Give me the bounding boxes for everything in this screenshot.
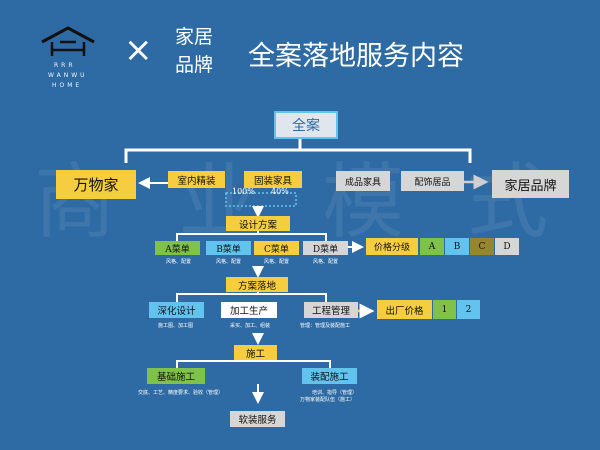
grade-a: A	[420, 238, 444, 255]
grade-c: C	[470, 238, 494, 255]
menu-c-note: 风格、配置	[264, 259, 290, 265]
node-gongcheng: 工程管理	[304, 302, 358, 318]
grade-d: D	[495, 238, 519, 255]
node-quanan: 全案	[274, 111, 338, 139]
factory-price-2: 2	[457, 300, 480, 319]
grade-b: B	[445, 238, 469, 255]
shenhua-note: 施工图、加工图	[158, 323, 194, 329]
node-gudong: 固装家具	[244, 171, 302, 188]
pct-40: 40%	[271, 187, 289, 196]
wanwu-logo: RRR WANWU HOME	[38, 22, 98, 102]
node-luodi: 方案落地	[226, 277, 288, 292]
jiagong-note: 采买、加工、组装	[230, 323, 271, 329]
logo-letters-3: HOME	[52, 82, 83, 89]
node-zhuangpei: 装配施工	[302, 368, 357, 384]
node-jiaju-pinpai: 家居品牌	[492, 170, 569, 198]
node-menu-b: B菜单	[206, 241, 251, 255]
menu-b-note: 风格、配置	[216, 259, 242, 265]
page-title: 全案落地服务内容	[248, 41, 464, 72]
brand-line-2: 品牌	[175, 54, 214, 76]
zhuangpei-note-1: 培训、指导（管理）	[312, 390, 358, 396]
node-ruanzhuang: 软装服务	[230, 411, 285, 427]
brand-line-1: 家居	[175, 26, 214, 48]
gongcheng-note: 管理：管理及装配施工	[300, 323, 351, 329]
node-sheji: 设计方案	[226, 216, 290, 231]
jichu-note: 交底、工艺、精度要求、验收（管理）	[138, 390, 224, 396]
logo-letters-2: WANWU	[48, 72, 88, 79]
menu-d-note: 风格、配置	[313, 259, 339, 265]
node-jiagong: 加工生产	[221, 302, 277, 318]
node-shinei: 室内精装	[168, 171, 225, 188]
factory-price-1: 1	[433, 300, 456, 319]
cross-symbol: ×	[124, 30, 153, 70]
house-roof-icon	[41, 26, 95, 56]
node-jichu: 基础施工	[147, 368, 205, 384]
node-wanwujia: 万物家	[56, 170, 136, 199]
node-chengpin: 成品家具	[336, 171, 390, 191]
pct-100: 100%	[232, 187, 255, 196]
node-factory-price: 出厂价格	[377, 300, 432, 319]
node-peishi: 配饰居品	[401, 171, 464, 191]
node-price-grade: 价格分级	[366, 238, 418, 255]
node-menu-d: D菜单	[303, 241, 348, 255]
node-shenhua: 深化设计	[149, 302, 204, 318]
node-menu-a: A菜单	[155, 241, 200, 255]
node-shigong: 施工	[234, 345, 277, 360]
node-menu-c: C菜单	[254, 241, 299, 255]
logo-letters-1: RRR	[54, 62, 76, 69]
menu-a-note: 风格、配置	[166, 259, 192, 265]
zhuangpei-note-2: 万物家装配队伍（施工）	[300, 397, 356, 403]
